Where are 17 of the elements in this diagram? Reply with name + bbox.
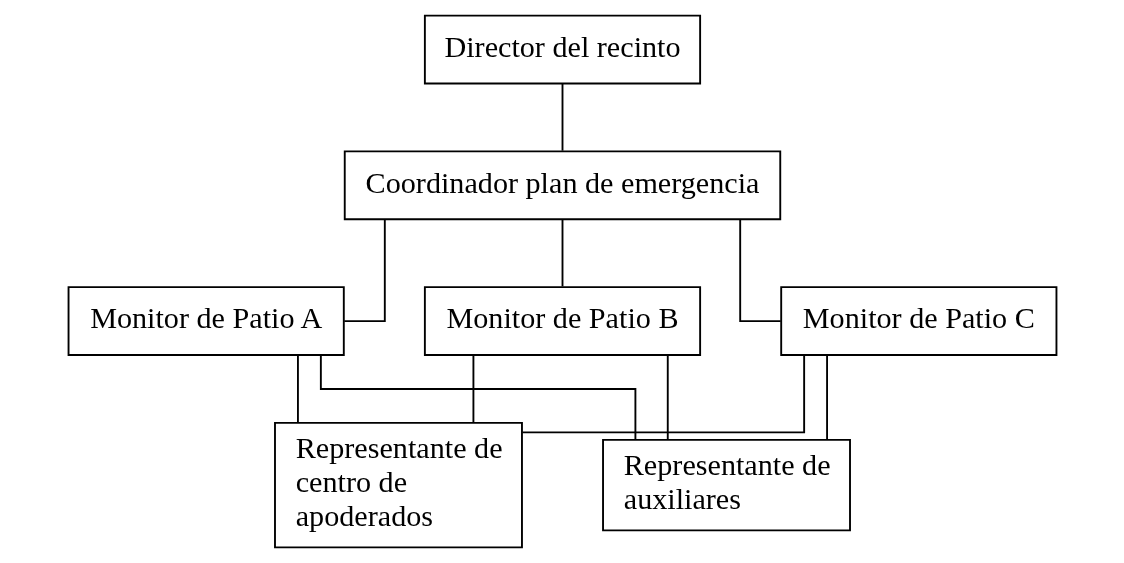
node-box: Monitor de Patio B	[423, 286, 701, 356]
node-box: Coordinador plan de emergencia	[343, 150, 781, 221]
connector	[738, 218, 782, 323]
connector	[342, 218, 386, 323]
node-box: Director del recinto	[423, 14, 701, 85]
connector	[296, 354, 299, 424]
connector	[319, 354, 636, 441]
connector	[561, 218, 563, 288]
connector	[561, 82, 563, 152]
connector	[520, 354, 805, 434]
connector	[471, 354, 474, 424]
node-box: Monitor de Patio A	[67, 286, 345, 356]
connector	[666, 354, 669, 441]
connector	[825, 354, 828, 441]
node-box: Representante de auxiliares	[601, 438, 851, 532]
node-box: Monitor de Patio C	[779, 286, 1057, 356]
node-box: Representante de centro de apoderados	[273, 421, 523, 549]
